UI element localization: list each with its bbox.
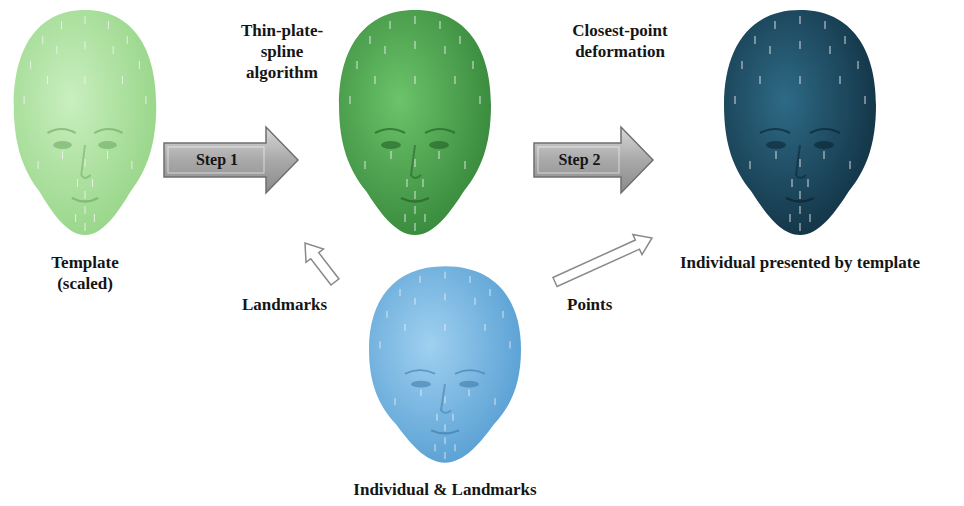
arrow-inner-line: [168, 147, 264, 173]
head-caption: Template (scaled): [35, 252, 135, 294]
head-caption: Individual & Landmarks: [353, 479, 536, 500]
input-label: Points: [567, 294, 612, 315]
input-arrow: [296, 236, 343, 288]
input-label: Landmarks: [242, 294, 327, 315]
head-model: [365, 262, 525, 467]
step-method: Thin-plate-spline algorithm: [232, 20, 332, 83]
step-arrow: [164, 127, 298, 193]
head-node: Individual & Landmarks: [335, 262, 555, 500]
head-node: Individual presented by template: [655, 5, 945, 273]
step-label: Step 1: [196, 150, 238, 170]
step-method: Closest-point deformation: [570, 20, 670, 62]
arrow-inner-line: [538, 147, 619, 173]
head-model: [10, 5, 160, 240]
step-arrow: [534, 127, 653, 193]
head-caption: Individual presented by template: [680, 252, 920, 273]
input-arrow: [550, 228, 656, 292]
head-node: [300, 5, 530, 240]
head-model: [335, 5, 495, 240]
head-model: [720, 5, 880, 240]
step-label: Step 2: [558, 150, 600, 170]
head-node: Template (scaled): [10, 5, 160, 294]
